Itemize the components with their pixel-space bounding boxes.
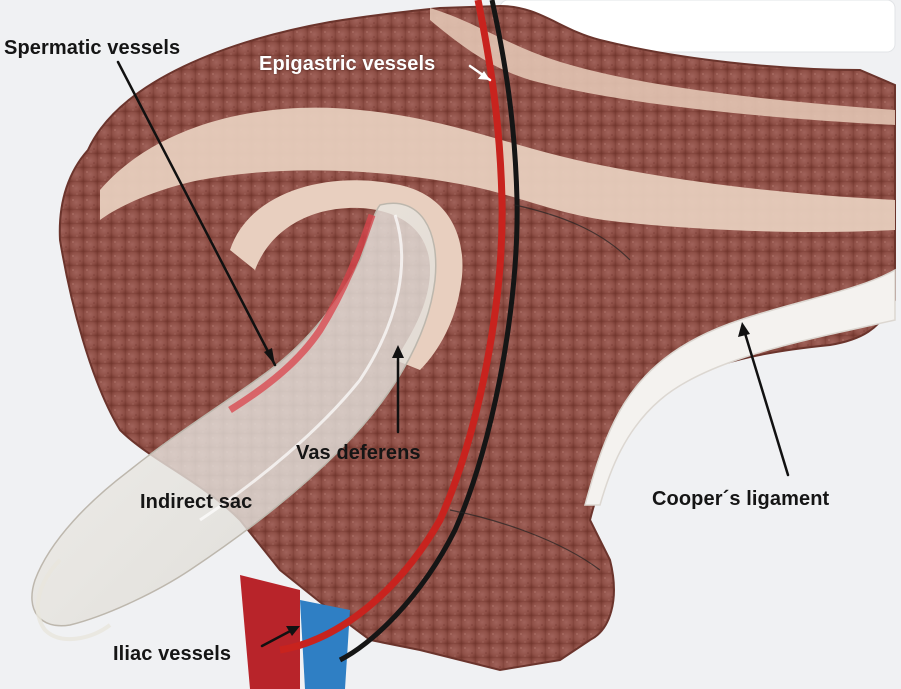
label-spermatic-vessels: Spermatic vessels xyxy=(4,37,181,59)
epigastric-black-cord xyxy=(338,0,520,663)
iliac-vein xyxy=(300,600,350,689)
arrowhead-spermatic xyxy=(264,348,275,365)
iliac-artery xyxy=(240,575,300,689)
label-epigastric-vessels: Epigastric vessels xyxy=(259,53,436,75)
arrowhead-epigastric xyxy=(478,71,490,80)
arrow-cooper xyxy=(742,328,790,477)
label-coopers-ligament: Cooper´s ligament xyxy=(652,488,830,510)
marker-line xyxy=(449,509,601,571)
label-indirect-sac: Indirect sac xyxy=(140,491,253,513)
marker-line xyxy=(514,204,631,261)
arrowhead-iliac xyxy=(286,626,300,636)
label-vas-deferens: Vas deferens xyxy=(296,442,421,464)
spermatic-vessels-structure xyxy=(228,213,376,413)
sac-fold-highlight xyxy=(199,214,404,522)
sac-ring xyxy=(35,558,112,642)
pointer-arrows xyxy=(116,60,790,648)
arrow-spermatic xyxy=(116,60,277,367)
arrowhead-cooper xyxy=(738,322,750,337)
label-iliac-vessels: Iliac vessels xyxy=(113,643,232,665)
fat-seam xyxy=(430,8,895,125)
epigastric-red-cord xyxy=(279,0,506,654)
coopers-ligament-structure xyxy=(584,268,896,506)
arrowhead-vas xyxy=(392,345,404,358)
